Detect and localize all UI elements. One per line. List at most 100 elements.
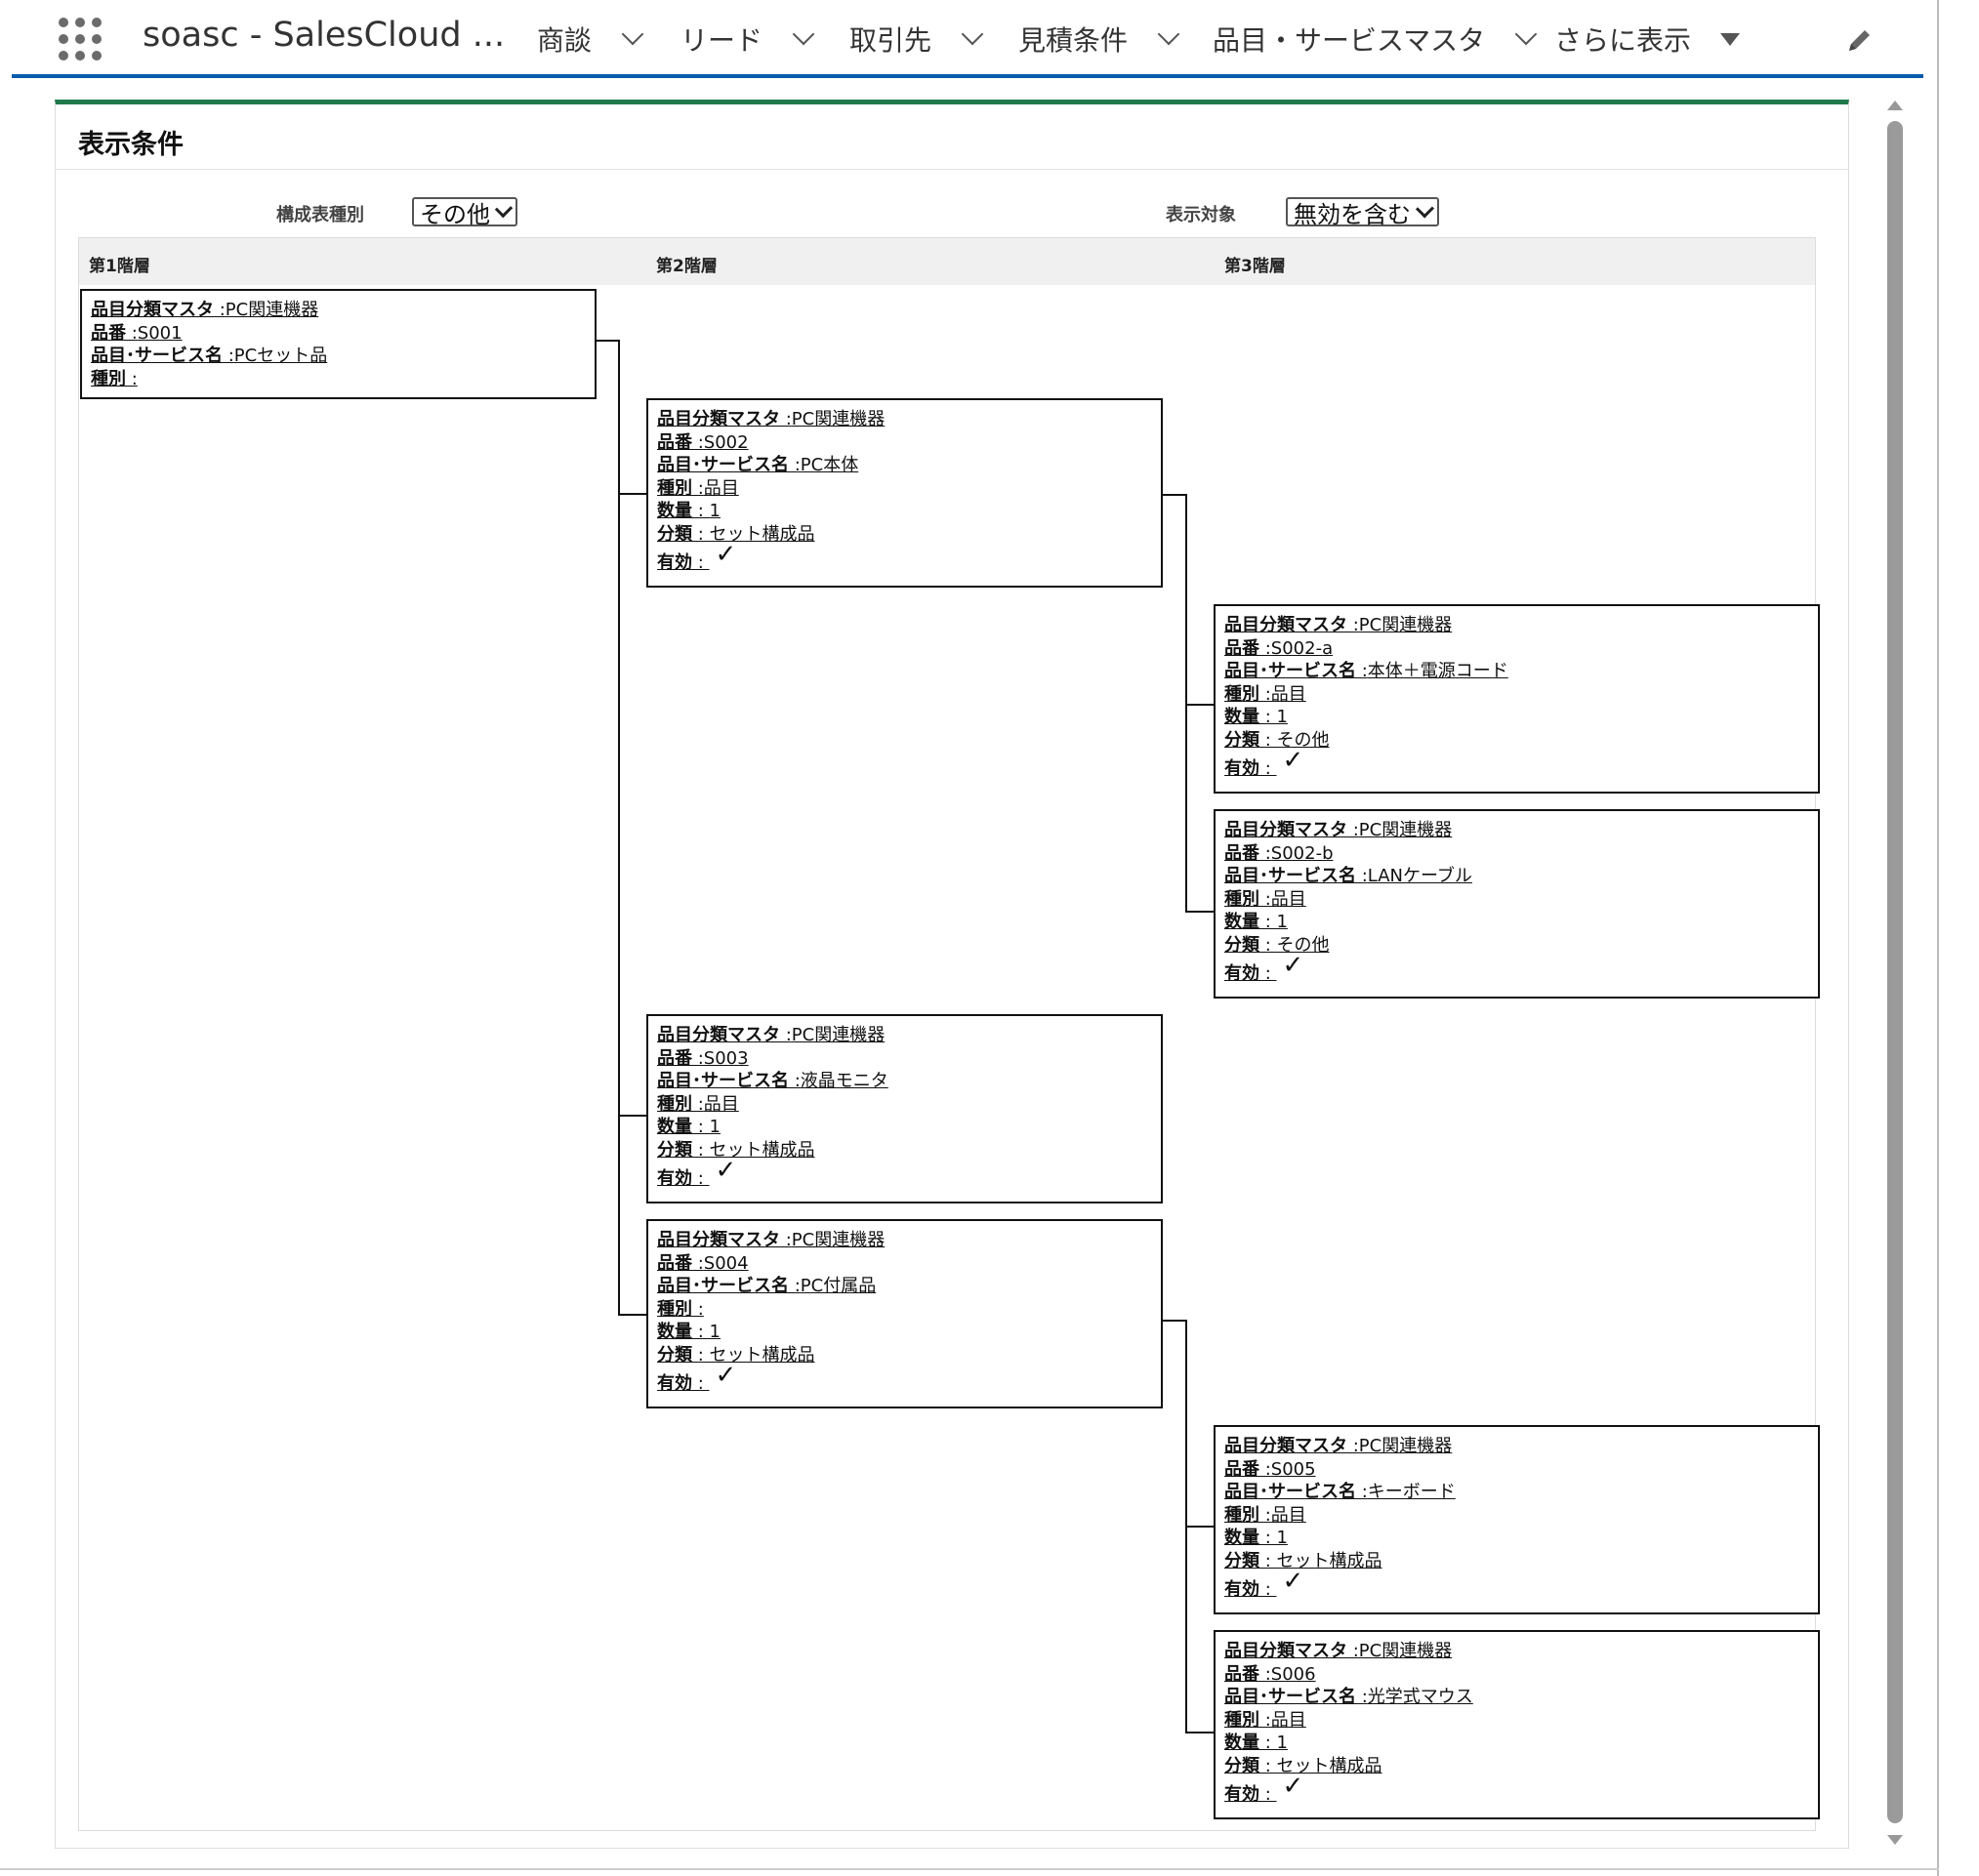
edit-pencil-icon[interactable] [1845, 25, 1875, 55]
filter-label-structure-type: 構成表種別 [276, 205, 364, 225]
nav-item-lead[interactable]: リード [680, 20, 815, 59]
field-label-number: 品番 [1224, 637, 1259, 659]
field-label-type: 種別 [1224, 888, 1259, 910]
chevron-down-icon[interactable] [1157, 22, 1180, 46]
connector [618, 1115, 647, 1117]
tree-node[interactable]: 品目分類マスタ :PC関連機器 品番 :S002-a 品目･サービス名 :本体＋… [1214, 604, 1820, 794]
field-value-type: 品目 [1270, 683, 1306, 705]
filter-label-display-target: 表示対象 [1166, 205, 1236, 225]
field-value-category: PC関連機器 [225, 300, 319, 320]
field-value-class: セット構成品 [709, 1139, 815, 1161]
field-label-qty: 数量 [1224, 912, 1259, 932]
field-value-class: セット構成品 [1276, 1550, 1382, 1571]
tree-node[interactable]: 品目分類マスタ :PC関連機器 品番 :S002 品目･サービス名 :PC本体 … [646, 398, 1163, 588]
field-label-category: 品目分類マスタ [657, 1025, 780, 1045]
field-label-number: 品番 [1224, 842, 1259, 864]
connector [1185, 1526, 1215, 1528]
scroll-down-arrow-icon[interactable] [1887, 1835, 1903, 1845]
field-value-name: PC本体 [800, 455, 859, 475]
field-label-name: 品目･サービス名 [657, 1071, 789, 1091]
structure-type-select[interactable]: その他 [412, 197, 517, 228]
checkmark-icon: ✓ [1282, 951, 1304, 980]
field-label-name: 品目･サービス名 [1224, 866, 1356, 886]
nav-item-label: 商談 [537, 24, 593, 57]
field-value-type: 品目 [703, 1093, 739, 1115]
field-value-type: 品目 [1270, 1504, 1306, 1526]
field-value-category: PC関連機器 [791, 1025, 886, 1045]
field-value-qty: 1 [1276, 912, 1288, 932]
field-label-class: 分類 [657, 1344, 692, 1366]
field-label-number: 品番 [1224, 1663, 1259, 1685]
chevron-down-icon[interactable] [621, 22, 644, 46]
field-label-qty: 数量 [1224, 1733, 1259, 1753]
field-value-qty: 1 [709, 501, 721, 521]
app-launcher-icon[interactable] [59, 18, 102, 61]
field-label-category: 品目分類マスタ [1224, 1641, 1347, 1661]
nav-item-product-master[interactable]: 品目・サービスマスタ [1213, 20, 1538, 59]
field-label-category: 品目分類マスタ [657, 1230, 780, 1250]
chevron-down-icon[interactable] [1514, 22, 1538, 46]
chevron-down-icon[interactable] [792, 22, 815, 46]
field-value-class: セット構成品 [1276, 1755, 1382, 1776]
tree-node[interactable]: 品目分類マスタ :PC関連機器 品番 :S004 品目･サービス名 :PC付属品… [646, 1219, 1163, 1408]
column-header-level-3: 第3階層 [1224, 257, 1286, 276]
field-label-name: 品目･サービス名 [1224, 1482, 1356, 1502]
display-target-select[interactable]: 無効を含む [1286, 197, 1439, 228]
field-label-valid: 有効 [657, 1373, 692, 1394]
field-label-class: 分類 [1224, 934, 1259, 956]
app-title: soasc - SalesCloud ... [143, 16, 506, 55]
field-label-valid: 有効 [1224, 758, 1259, 779]
connector [618, 493, 647, 495]
field-label-name: 品目･サービス名 [657, 455, 789, 475]
field-value-name: キーボード [1367, 1482, 1456, 1502]
column-header-level-1: 第1階層 [89, 257, 150, 276]
field-label-category: 品目分類マスタ [657, 409, 780, 429]
chevron-down-icon[interactable] [961, 22, 984, 46]
connector [1185, 1732, 1215, 1733]
checkmark-icon: ✓ [1282, 746, 1304, 775]
field-value-number: S005 [1270, 1458, 1316, 1480]
field-value-class: その他 [1276, 729, 1330, 751]
field-value-category: PC関連機器 [791, 409, 886, 429]
field-value-category: PC関連機器 [1358, 820, 1453, 840]
tree-node[interactable]: 品目分類マスタ :PC関連機器 品番 :S001 品目･サービス名 :PCセット… [80, 289, 597, 399]
scrollbar-thumb[interactable] [1887, 121, 1903, 1823]
field-value-type: 品目 [1270, 888, 1306, 910]
field-label-number: 品番 [91, 322, 126, 344]
caret-down-icon [1720, 32, 1741, 46]
nav-item-quote-terms[interactable]: 見積条件 [1018, 20, 1180, 59]
nav-underline [12, 74, 1923, 78]
hierarchy-table-header [79, 238, 1815, 285]
connector [1185, 911, 1215, 913]
select-value: 無効を含む [1294, 200, 1411, 228]
tree-node[interactable]: 品目分類マスタ :PC関連機器 品番 :S006 品目･サービス名 :光学式マウ… [1214, 1630, 1820, 1819]
field-label-category: 品目分類マスタ [1224, 615, 1347, 635]
field-label-valid: 有効 [1224, 1784, 1259, 1805]
connector [1162, 1320, 1186, 1322]
field-label-valid: 有効 [657, 552, 692, 573]
field-label-qty: 数量 [657, 501, 692, 521]
nav-item-opportunity[interactable]: 商談 [537, 20, 644, 59]
field-value-category: PC関連機器 [1358, 615, 1453, 635]
field-value-number: S001 [137, 322, 183, 344]
nav-more[interactable]: さらに表示 [1554, 20, 1741, 59]
field-label-type: 種別 [657, 1093, 692, 1115]
field-label-number: 品番 [657, 431, 692, 453]
field-label-number: 品番 [657, 1047, 692, 1069]
field-value-number: S004 [703, 1252, 749, 1274]
field-label-type: 種別 [91, 368, 126, 389]
field-label-name: 品目･サービス名 [1224, 1687, 1356, 1707]
nav-item-account[interactable]: 取引先 [849, 20, 984, 59]
chevron-down-icon [1415, 199, 1435, 219]
scroll-up-arrow-icon[interactable] [1887, 101, 1903, 110]
field-value-name: 本体＋電源コード [1367, 661, 1508, 681]
tree-node[interactable]: 品目分類マスタ :PC関連機器 品番 :S002-b 品目･サービス名 :LAN… [1214, 809, 1820, 999]
field-label-name: 品目･サービス名 [91, 346, 223, 366]
top-nav [12, 0, 1923, 76]
field-value-class: セット構成品 [709, 1344, 815, 1366]
tree-node[interactable]: 品目分類マスタ :PC関連機器 品番 :S005 品目･サービス名 :キーボード… [1214, 1425, 1820, 1614]
tree-node[interactable]: 品目分類マスタ :PC関連機器 品番 :S003 品目･サービス名 :液晶モニタ… [646, 1014, 1163, 1203]
field-label-number: 品番 [657, 1252, 692, 1274]
field-label-valid: 有効 [1224, 1579, 1259, 1600]
field-label-name: 品目･サービス名 [1224, 661, 1356, 681]
